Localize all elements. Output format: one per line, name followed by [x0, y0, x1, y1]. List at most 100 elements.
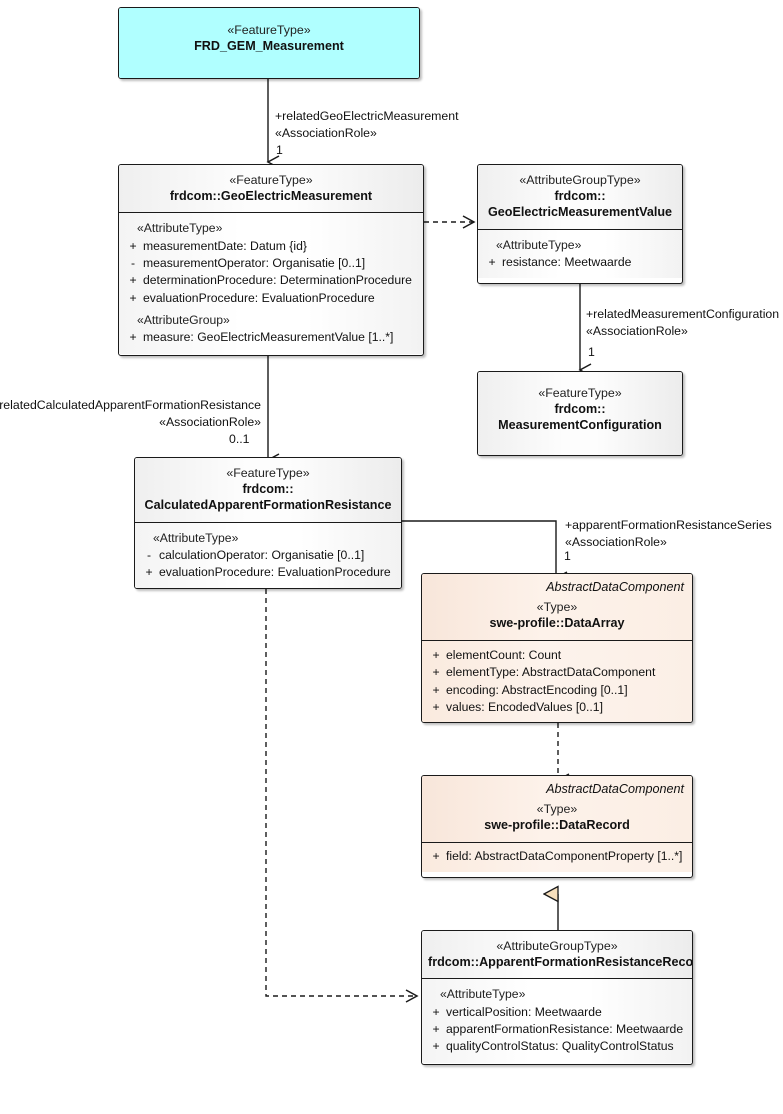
visibility-marker: -	[130, 256, 136, 271]
attribute-row: + encoding: AbstractEncoding [0..1]	[426, 682, 688, 699]
attribute-row: + field: AbstractDataComponentProperty […	[426, 848, 688, 865]
multiplicity-related-calculated-apparent-formation-resistance: 0..1	[229, 432, 250, 446]
class-stereotype: «Type»	[536, 600, 578, 615]
class-data-record[interactable]: AbstractDataComponent «Type» swe-profile…	[421, 775, 693, 878]
class-stereotype: «Type»	[536, 802, 578, 817]
class-attributes: «AttributeType» + measurementDate: Datum…	[119, 212, 423, 354]
class-name: frdcom::GeoElectricMeasurement	[169, 189, 373, 204]
attribute-group-label: «AttributeType»	[137, 221, 223, 236]
class-name: frdcom::ApparentFormationResistanceRecor…	[428, 955, 693, 970]
class-header: «FeatureType» frdcom::GeoElectricMeasure…	[119, 165, 423, 213]
visibility-marker: +	[129, 290, 137, 305]
attribute-group-label: «AttributeType»	[440, 987, 526, 1002]
class-name: MeasurementConfiguration	[498, 418, 662, 433]
attribute-row: + measurementDate: Datum {id}	[123, 238, 419, 255]
class-namespace: frdcom::	[242, 482, 294, 497]
class-name: swe-profile::DataRecord	[484, 818, 630, 833]
visibility-marker: +	[145, 565, 153, 580]
class-attributes: + elementCount: Count + elementType: Abs…	[422, 639, 692, 722]
class-geoelectric-measurement[interactable]: «FeatureType» frdcom::GeoElectricMeasure…	[118, 164, 424, 356]
edge-apparent-formation-resistance-series	[402, 520, 568, 585]
class-header: AbstractDataComponent «Type» swe-profile…	[422, 776, 692, 842]
class-stereotype: «AttributeGroupType»	[519, 173, 641, 187]
class-header: «FeatureType» frdcom:: CalculatedApparen…	[135, 458, 401, 522]
abstract-supertype-label: AbstractDataComponent	[546, 782, 684, 796]
attribute-row: - measurementOperator: Organisatie [0..1…	[123, 255, 419, 272]
multiplicity-related-measurement-configuration: 1	[588, 345, 595, 359]
class-header: «AttributeGroupType» frdcom::ApparentFor…	[422, 931, 693, 979]
attribute-group-label: «AttributeType»	[153, 530, 239, 545]
visibility-marker: -	[146, 548, 152, 563]
role-stereotype: «AssociationRole»	[275, 125, 377, 140]
attribute-text: calculationOperator: Organisatie [0..1]	[159, 548, 365, 563]
multiplicity-apparent-formation-resistance-series: 1	[564, 549, 571, 563]
class-name: CalculatedApparentFormationResistance	[144, 498, 392, 513]
visibility-marker: +	[432, 682, 440, 697]
attribute-row: + verticalPosition: Meetwaarde	[426, 1004, 688, 1021]
attribute-text: verticalPosition: Meetwaarde	[446, 1004, 602, 1019]
role-name: +relatedCalculatedApparentFormationResis…	[0, 398, 261, 412]
visibility-marker: +	[432, 699, 440, 714]
class-attributes: «AttributeType» - calculationOperator: O…	[135, 521, 401, 588]
class-stereotype: «FeatureType»	[229, 173, 313, 187]
class-measurement-configuration[interactable]: «FeatureType» frdcom:: MeasurementConfig…	[477, 371, 683, 456]
class-namespace: frdcom::	[554, 189, 606, 204]
class-calculated-apparent-formation-resistance[interactable]: «FeatureType» frdcom:: CalculatedApparen…	[134, 457, 402, 589]
edge-label-related-measurement-configuration: +relatedMeasurementConfiguration «Associ…	[586, 306, 779, 340]
class-name: FRD_GEM_Measurement	[194, 39, 344, 54]
attribute-row: - calculationOperator: Organisatie [0..1…	[139, 547, 397, 564]
attribute-row: + values: EncodedValues [0..1]	[426, 699, 688, 716]
attribute-row: + resistance: Meetwaarde	[482, 254, 678, 271]
class-header: AbstractDataComponent «Type» swe-profile…	[422, 574, 692, 640]
attribute-text: measurementOperator: Organisatie [0..1]	[143, 256, 366, 271]
role-stereotype: «AssociationRole»	[586, 323, 688, 338]
attribute-row: + qualityControlStatus: QualityControlSt…	[426, 1038, 688, 1055]
attribute-row: + elementType: AbstractDataComponent	[426, 664, 688, 681]
visibility-marker: +	[432, 848, 440, 863]
visibility-marker: +	[432, 647, 440, 662]
multiplicity-related-geoelectric-measurement: 1	[276, 143, 283, 157]
class-stereotype: «FeatureType»	[226, 466, 310, 480]
edge-label-apparent-formation-resistance-series: +apparentFormationResistanceSeries «Asso…	[565, 517, 772, 551]
class-data-array[interactable]: AbstractDataComponent «Type» swe-profile…	[421, 573, 693, 723]
attribute-group-label: «AttributeType»	[496, 237, 582, 252]
role-name: +apparentFormationResistanceSeries	[565, 518, 772, 532]
attribute-row: + elementCount: Count	[426, 647, 688, 664]
attribute-text: determinationProcedure: DeterminationPro…	[143, 273, 412, 288]
visibility-marker: +	[432, 1022, 440, 1037]
attribute-text: measure: GeoElectricMeasurementValue [1.…	[143, 330, 394, 345]
attribute-text: elementCount: Count	[446, 647, 562, 662]
class-namespace: frdcom::	[554, 402, 606, 417]
edge-label-related-calculated-apparent-formation-resistance: +relatedCalculatedApparentFormationResis…	[0, 397, 261, 431]
role-stereotype: «AssociationRole»	[565, 534, 667, 549]
class-name: GeoElectricMeasurementValue	[487, 205, 673, 220]
attribute-row: + apparentFormationResistance: Meetwaard…	[426, 1021, 688, 1038]
class-apparent-formation-resistance-record[interactable]: «AttributeGroupType» frdcom::ApparentFor…	[421, 930, 693, 1065]
class-header: «AttributeGroupType» frdcom:: GeoElectri…	[478, 165, 682, 229]
attribute-text: field: AbstractDataComponentProperty [1.…	[446, 848, 683, 863]
class-stereotype: «FeatureType»	[538, 386, 622, 400]
attribute-text: values: EncodedValues [0..1]	[446, 699, 603, 714]
class-attributes: «AttributeType» + verticalPosition: Meet…	[422, 978, 692, 1063]
class-attributes: «AttributeType» + resistance: Meetwaarde	[478, 228, 682, 279]
attribute-row: + determinationProcedure: DeterminationP…	[123, 272, 419, 289]
attribute-row: + evaluationProcedure: EvaluationProcedu…	[123, 290, 419, 307]
attribute-text: evaluationProcedure: EvaluationProcedure	[159, 565, 391, 580]
class-geoelectric-measurement-value[interactable]: «AttributeGroupType» frdcom:: GeoElectri…	[477, 164, 683, 284]
attribute-row: + evaluationProcedure: EvaluationProcedu…	[139, 564, 397, 581]
visibility-marker: +	[488, 255, 496, 270]
class-stereotype: «FeatureType»	[227, 23, 311, 37]
attribute-text: resistance: Meetwaarde	[502, 255, 632, 270]
edge-label-related-geoelectric-measurement: +relatedGeoElectricMeasurement «Associat…	[275, 108, 459, 142]
class-frd-gem-measurement[interactable]: «FeatureType» FRD_GEM_Measurement	[118, 7, 420, 79]
visibility-marker: +	[432, 1039, 440, 1054]
attribute-text: qualityControlStatus: QualityControlStat…	[446, 1039, 674, 1054]
class-header: «FeatureType» FRD_GEM_Measurement	[119, 8, 419, 78]
role-name: +relatedGeoElectricMeasurement	[275, 109, 459, 123]
attribute-text: encoding: AbstractEncoding [0..1]	[446, 682, 628, 697]
attribute-group-label: «AttributeGroup»	[137, 313, 230, 328]
role-name: +relatedMeasurementConfiguration	[586, 307, 780, 321]
class-stereotype: «AttributeGroupType»	[496, 939, 618, 953]
visibility-marker: +	[129, 273, 137, 288]
